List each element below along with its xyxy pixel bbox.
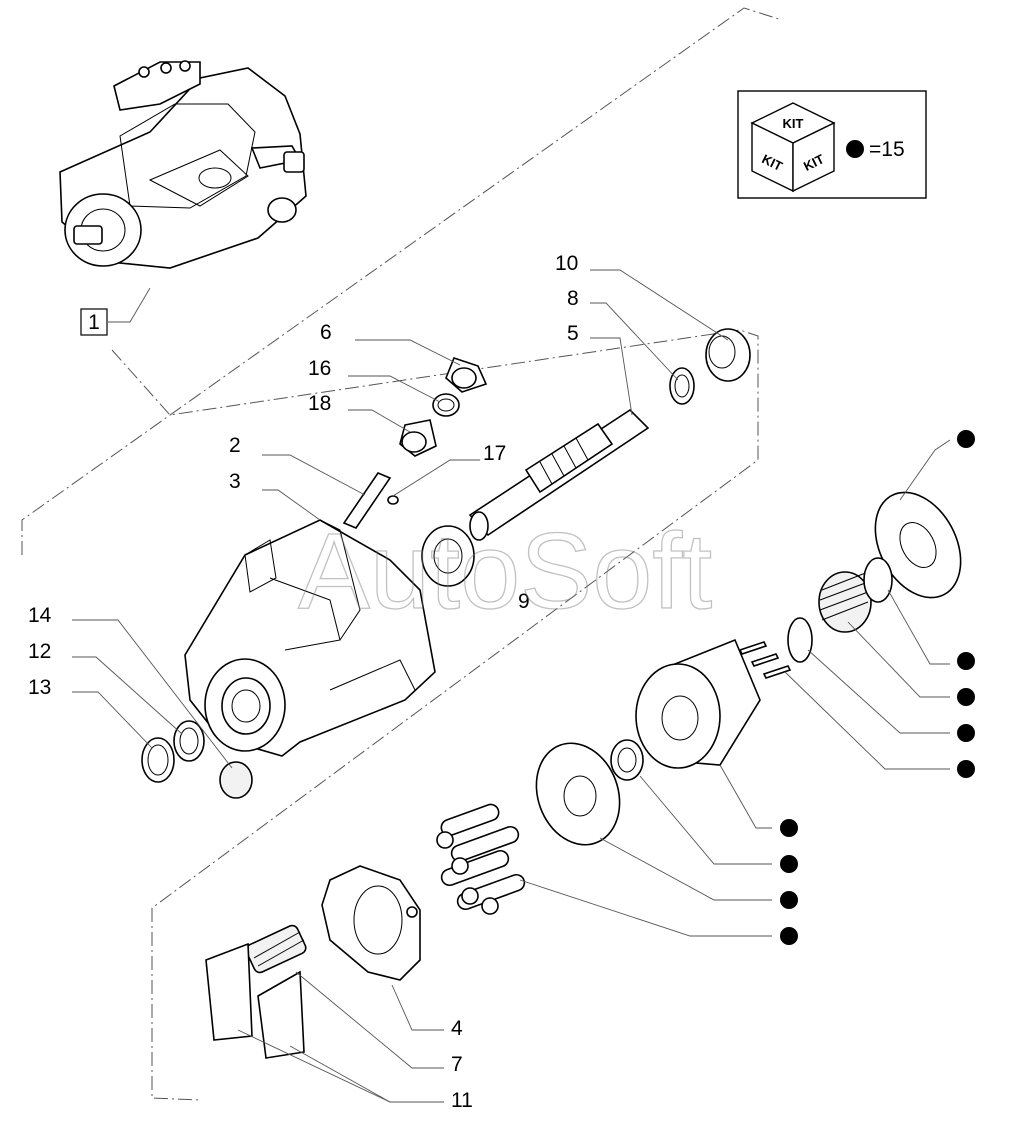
callout-13: 13 bbox=[28, 676, 51, 699]
pin-set-kit bbox=[738, 641, 792, 679]
callout-3: 3 bbox=[229, 470, 241, 493]
swashplate-part-4 bbox=[321, 865, 421, 981]
exploded-view-boundary bbox=[21, 7, 783, 1101]
bearing-part-9 bbox=[421, 525, 475, 587]
kit-marker-icon bbox=[780, 927, 798, 945]
seal-ring-part-16 bbox=[432, 393, 460, 417]
kit-marker-icon bbox=[780, 819, 798, 837]
callout-10: 10 bbox=[555, 252, 578, 275]
pump-assembly-drawing bbox=[59, 60, 307, 269]
watermark-text: AutoSoft bbox=[298, 510, 712, 631]
o-ring-part-13 bbox=[141, 737, 175, 783]
spring-part-7 bbox=[245, 924, 307, 974]
retaining-plate-kit bbox=[535, 742, 621, 846]
callout-5: 5 bbox=[567, 322, 579, 345]
bearing-part-10 bbox=[705, 328, 751, 382]
kit-marker-icon bbox=[957, 688, 975, 706]
kit-cube-top-text: KIT bbox=[783, 116, 804, 131]
kit-legend: KIT KIT KIT =15 bbox=[737, 90, 927, 199]
callout-9: 9 bbox=[518, 590, 530, 613]
kit-marker-icon bbox=[957, 430, 975, 448]
cylinder-block-kit bbox=[635, 638, 761, 769]
kit-marker-icon bbox=[780, 855, 798, 873]
callout-11: 11 bbox=[451, 1089, 473, 1112]
pin-part-2 bbox=[342, 472, 392, 529]
callout-17: 17 bbox=[483, 442, 506, 465]
kit-markers bbox=[780, 430, 975, 945]
kit-cube-icon: KIT KIT KIT bbox=[750, 102, 836, 193]
seal-part-12 bbox=[173, 720, 205, 762]
o-ring-part-17 bbox=[387, 495, 399, 505]
kit-marker-icon bbox=[957, 760, 975, 778]
leader-lines bbox=[72, 269, 951, 1103]
plug-part-6 bbox=[445, 357, 488, 393]
kit-marker-icon bbox=[957, 724, 975, 742]
snap-ring-kit bbox=[787, 617, 813, 663]
callout-1: 1 bbox=[88, 311, 100, 334]
callout-7: 7 bbox=[451, 1053, 463, 1076]
callout-16: 16 bbox=[308, 357, 331, 380]
drive-shaft-part-5 bbox=[468, 408, 650, 541]
callout-18: 18 bbox=[308, 392, 331, 415]
kit-marker-icon bbox=[780, 891, 798, 909]
kit-legend-marker-icon bbox=[846, 140, 864, 158]
callout-box-1 bbox=[80, 308, 108, 336]
callout-2: 2 bbox=[229, 434, 241, 457]
kit-marker-icon bbox=[957, 652, 975, 670]
piston-set-kit bbox=[436, 803, 526, 915]
throttle-part-18 bbox=[399, 419, 437, 457]
sleeve-kit bbox=[610, 739, 644, 781]
callout-labels: 1 6 16 18 2 3 17 10 8 5 9 14 12 13 4 7 1… bbox=[28, 252, 579, 1112]
callout-8: 8 bbox=[567, 287, 579, 310]
kit-legend-equals: =15 bbox=[869, 138, 905, 161]
cap-part-14 bbox=[219, 761, 253, 799]
pump-housing-drawing bbox=[184, 519, 436, 757]
callout-4: 4 bbox=[451, 1017, 463, 1040]
callout-6: 6 bbox=[320, 321, 332, 344]
bearing-shells-part-11 bbox=[205, 942, 305, 1059]
shim-part-8 bbox=[669, 367, 695, 405]
callout-12: 12 bbox=[28, 640, 51, 663]
callout-14: 14 bbox=[28, 604, 52, 627]
spring-kit bbox=[818, 557, 893, 633]
